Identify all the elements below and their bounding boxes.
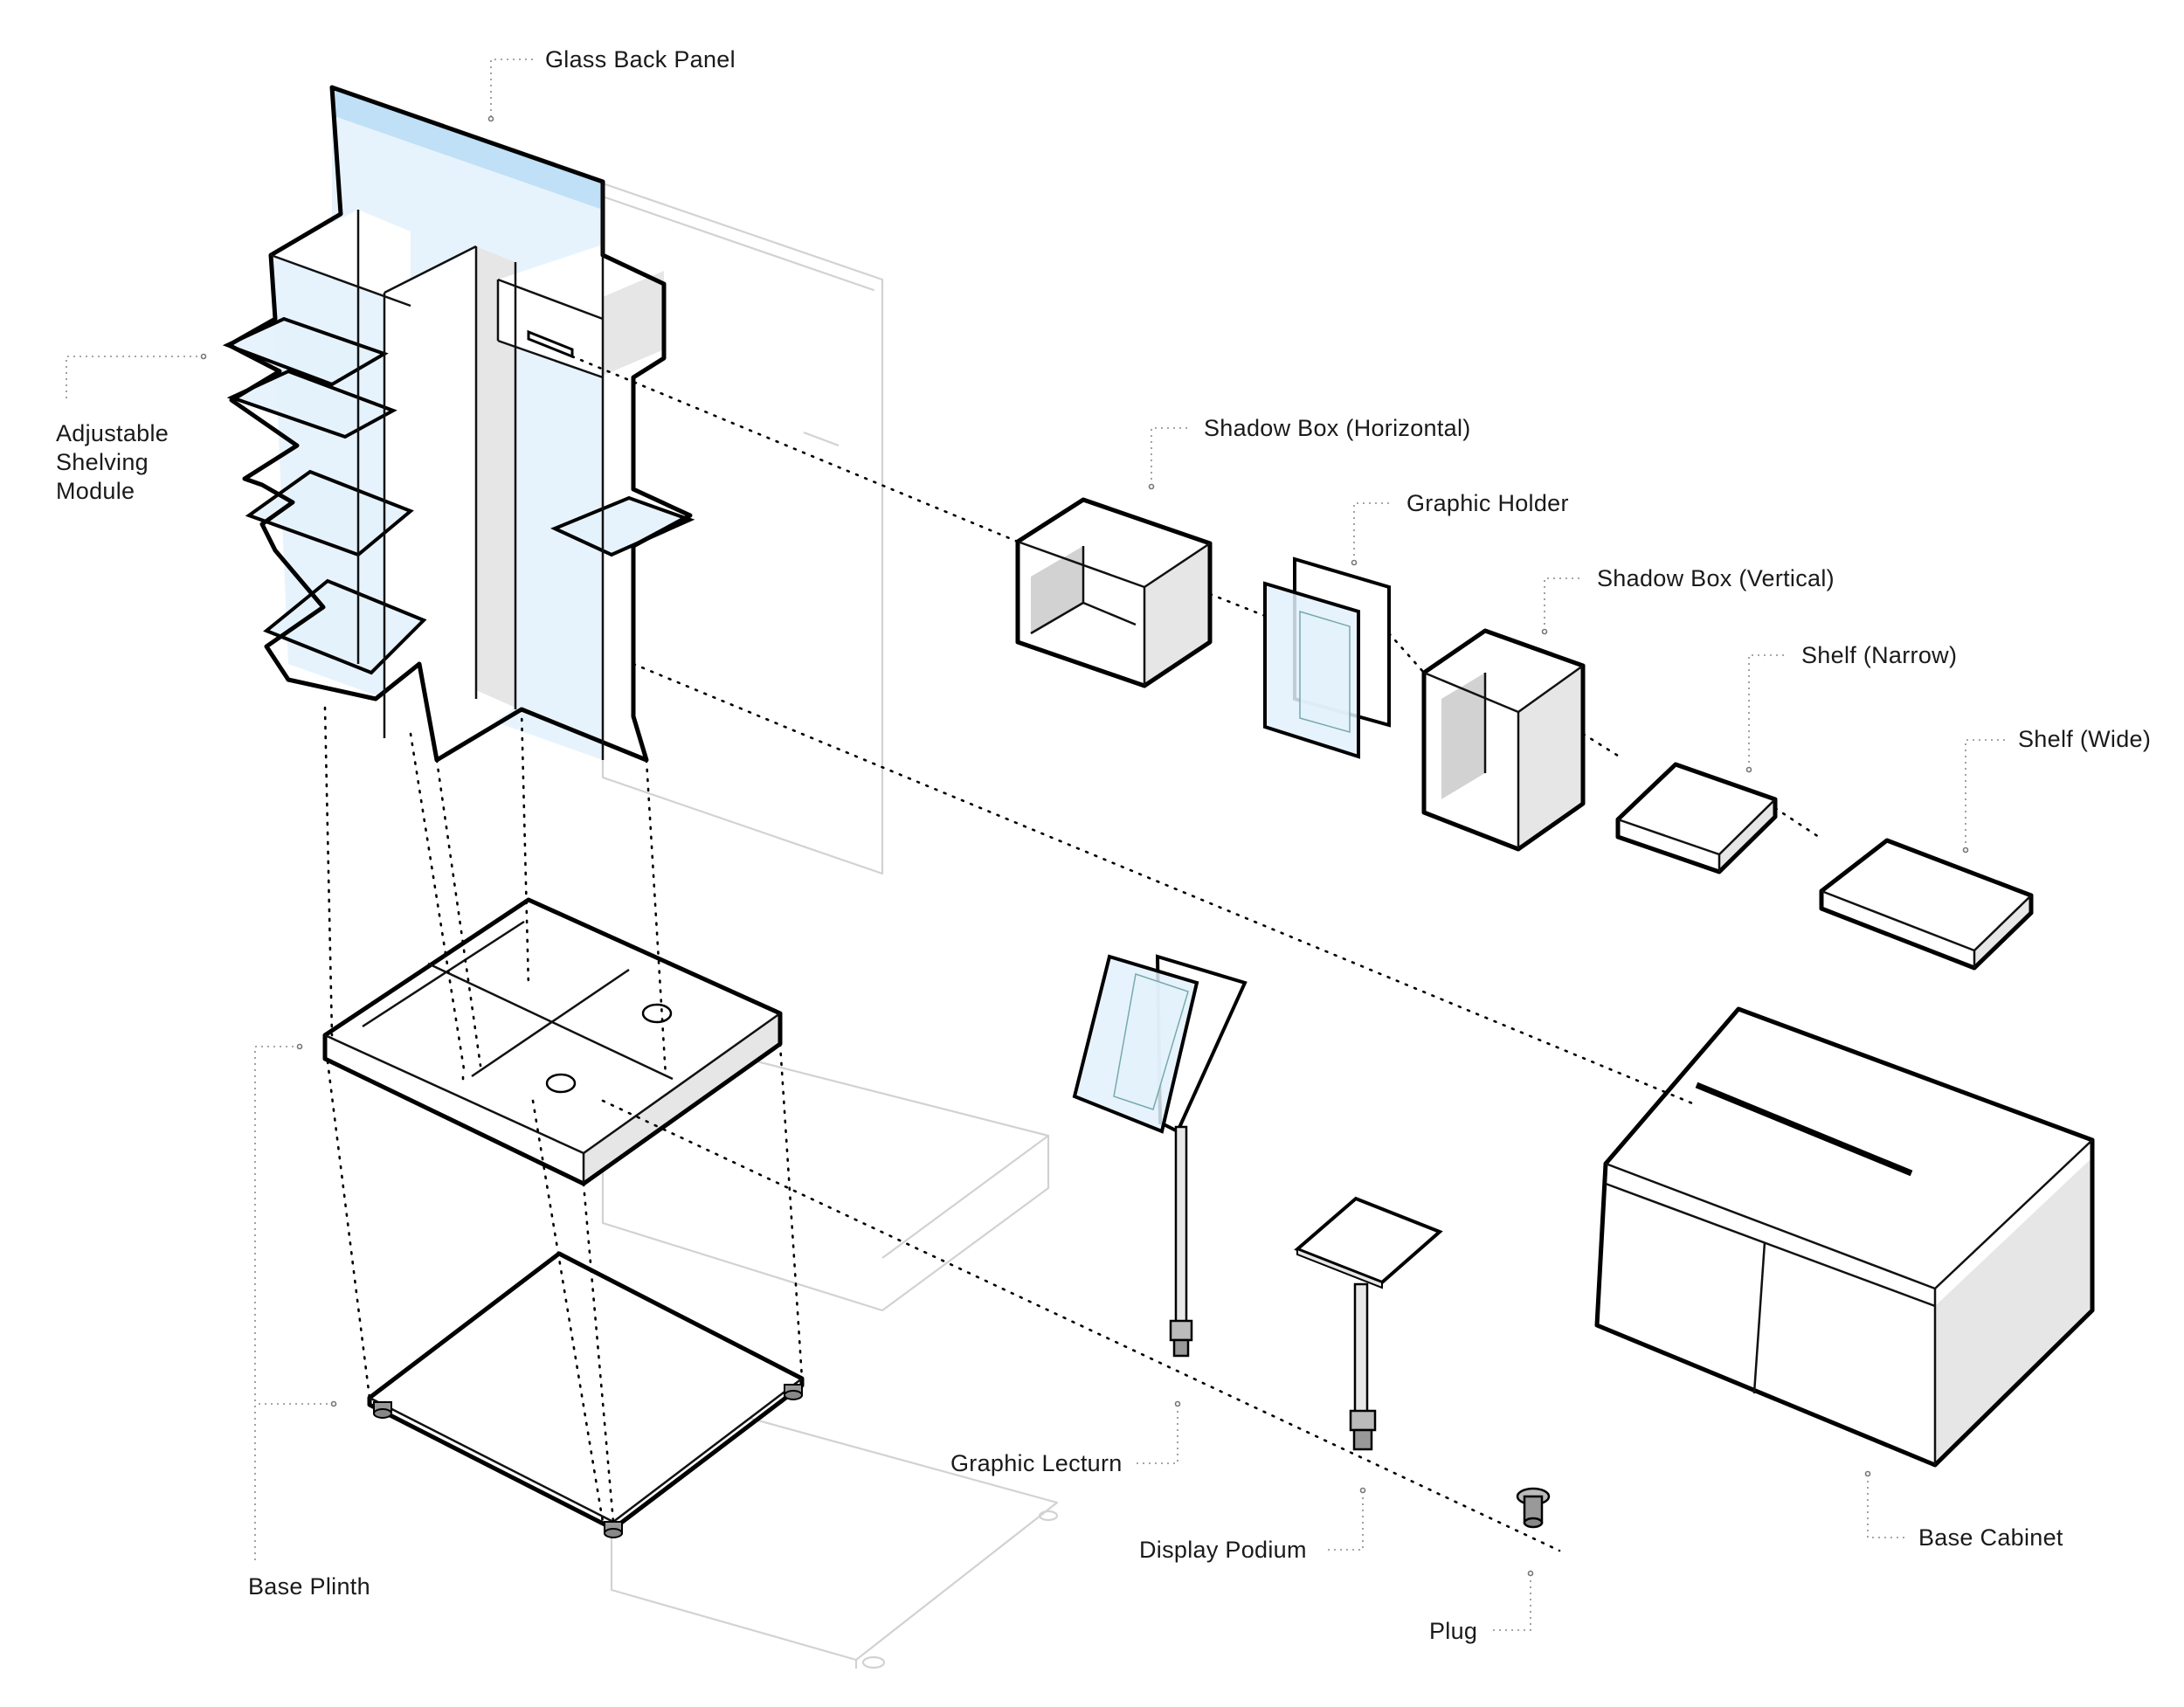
shelf-narrow bbox=[1615, 762, 1778, 874]
graphic-holder bbox=[1263, 556, 1391, 759]
label-shelf-wide: Shelf (Wide) bbox=[2018, 726, 2151, 752]
label-shadow-box-horizontal: Shadow Box (Horizontal) bbox=[1204, 415, 1471, 441]
shelf-wide bbox=[1819, 838, 2034, 971]
shelf-right bbox=[550, 495, 695, 557]
label-leaders bbox=[66, 59, 2006, 1631]
adjustable-shelving-module bbox=[222, 85, 695, 763]
shadow-box-horizontal bbox=[1015, 497, 1213, 688]
display-podium bbox=[1294, 1196, 1443, 1451]
label-glass-back-panel: Glass Back Panel bbox=[545, 46, 736, 73]
label-base-plinth: Base Plinth bbox=[248, 1573, 370, 1600]
base-plate bbox=[367, 1251, 805, 1538]
label-shadow-box-vertical: Shadow Box (Vertical) bbox=[1597, 565, 1835, 591]
plug bbox=[1516, 1487, 1551, 1529]
label-adjustable-shelving-line2: Shelving bbox=[56, 449, 149, 475]
projection-lines bbox=[323, 355, 1823, 1552]
label-adjustable-shelving-line1: Adjustable bbox=[56, 420, 169, 446]
shelf-2 bbox=[226, 369, 397, 439]
label-display-podium: Display Podium bbox=[1139, 1537, 1307, 1563]
glass-panel-top-band bbox=[332, 87, 603, 210]
shadow-box-vertical bbox=[1421, 628, 1586, 852]
label-adjustable-shelving-line3: Module bbox=[56, 478, 135, 504]
label-shelf-narrow: Shelf (Narrow) bbox=[1801, 642, 1957, 668]
feet bbox=[373, 1384, 803, 1538]
plinth-top-slab bbox=[322, 897, 783, 1186]
shelf-3 bbox=[245, 469, 414, 557]
label-plug: Plug bbox=[1429, 1618, 1477, 1644]
label-graphic-holder: Graphic Holder bbox=[1406, 490, 1569, 516]
graphic-lecturn bbox=[1072, 954, 1248, 1358]
label-base-cabinet: Base Cabinet bbox=[1918, 1524, 2063, 1551]
labels: Glass Back Panel Adjustable Shelving Mod… bbox=[56, 46, 2151, 1644]
base-cabinet bbox=[1594, 1006, 2095, 1468]
label-graphic-lecturn: Graphic Lecturn bbox=[950, 1450, 1123, 1476]
